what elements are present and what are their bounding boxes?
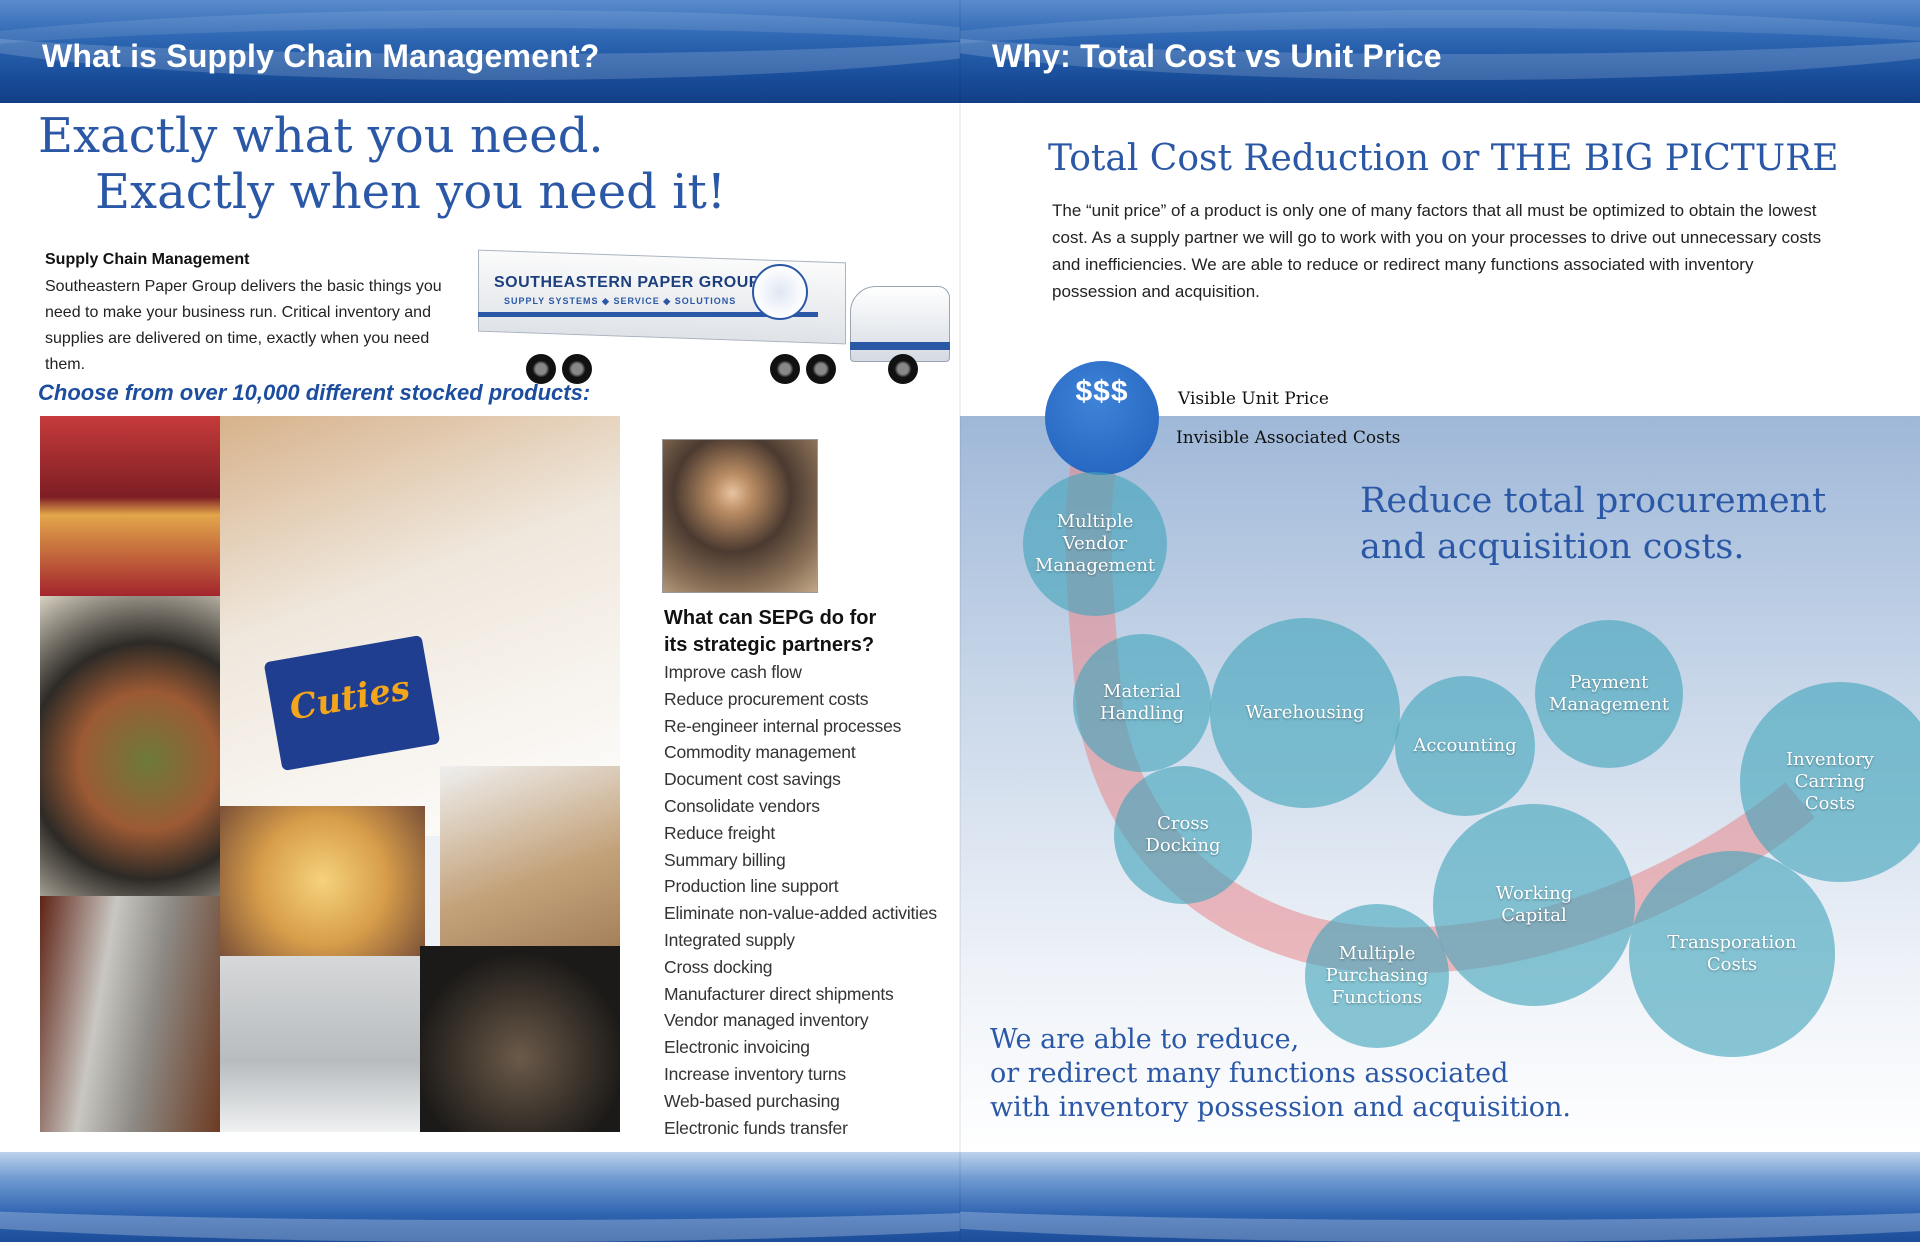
list-item: Cross docking — [664, 956, 773, 977]
scm-body: Southeastern Paper Group delivers the ba… — [45, 278, 442, 373]
truck-image: SOUTHEASTERN PAPER GROUP SUPPLY SYSTEMS … — [470, 249, 960, 406]
bottom-banner — [960, 1152, 1920, 1242]
photo-businessman — [662, 439, 818, 593]
headline-line-1: Exactly what you need. — [38, 108, 604, 164]
bottom-banner — [0, 1152, 960, 1242]
list-item: Vendor managed inventory — [664, 1010, 869, 1031]
left-page: What is Supply Chain Management? Exactly… — [0, 0, 960, 1242]
list-item: Consolidate vendors — [664, 795, 820, 816]
truck-cab — [850, 286, 950, 362]
closing-line-1: We are able to reduce, — [990, 1024, 1300, 1055]
sepg-question-line-2: its strategic partners? — [664, 634, 875, 656]
sepg-question-line-1: What can SEPG do for — [664, 607, 877, 629]
top-banner: Why: Total Cost vs Unit Price — [960, 0, 1920, 103]
sepg-benefits-list: Improve cash flow Reduce procurement cos… — [664, 659, 937, 1141]
bubble-accounting: Accounting — [1395, 676, 1535, 816]
page-spine — [959, 0, 961, 1242]
list-item: Reduce procurement costs — [664, 688, 869, 709]
total-cost-title: Total Cost Reduction or THE BIG PICTURE — [1048, 138, 1839, 179]
list-item: Re-engineer internal processes — [664, 715, 902, 736]
total-cost-body: The “unit price” of a product is only on… — [1052, 201, 1822, 301]
right-page: Why: Total Cost vs Unit Price Total Cost… — [960, 0, 1920, 1242]
photo-foam-box — [440, 766, 620, 946]
reduce-heading-line-1: Reduce total procurement — [1360, 481, 1827, 521]
photo-restroom-dispensers — [220, 956, 420, 1132]
list-item: Manufacturer direct shipments — [664, 983, 894, 1004]
choose-products-text: Choose from over 10,000 different stocke… — [38, 380, 591, 405]
list-item: Summary billing — [664, 849, 786, 870]
closing-line-3: with inventory possession and acquisitio… — [990, 1092, 1571, 1123]
invisible-costs-label: Invisible Associated Costs — [1176, 428, 1401, 448]
truck-tagline: SUPPLY SYSTEMS ◆ SERVICE ◆ SOLUTIONS — [504, 296, 737, 306]
top-banner: What is Supply Chain Management? — [0, 0, 960, 103]
headline-line-2: Exactly when you need it! — [95, 164, 727, 220]
list-item: Commodity management — [664, 742, 856, 763]
left-page-title: What is Supply Chain Management? — [42, 38, 600, 74]
reduce-costs-heading: Reduce total procurement and acquisition… — [1360, 478, 1826, 570]
bubble-warehousing: Warehousing — [1210, 618, 1400, 808]
right-page-title: Why: Total Cost vs Unit Price — [992, 38, 1442, 74]
photo-food-containers — [420, 946, 620, 1132]
product-collage: Cuties — [40, 416, 620, 1132]
photo-cake-production — [220, 806, 425, 956]
list-item: Reduce freight — [664, 822, 776, 843]
closing-line-2: or redirect many functions associated — [990, 1058, 1509, 1089]
photo-packaged-fruit — [40, 416, 220, 596]
list-item: Eliminate non-value-added activities — [664, 903, 937, 924]
dollar-icon: $$$ — [1075, 375, 1129, 408]
photo-napkin-dispenser — [40, 896, 220, 1132]
list-item: Integrated supply — [664, 929, 795, 950]
list-item: Improve cash flow — [664, 662, 802, 682]
sepg-question: What can SEPG do for its strategic partn… — [664, 605, 876, 659]
cuties-label: Cuties — [286, 668, 413, 729]
list-item: Production line support — [664, 876, 839, 897]
scm-title: Supply Chain Management — [45, 251, 250, 268]
truck-company-name: SOUTHEASTERN PAPER GROUP — [494, 274, 760, 291]
reduce-heading-line-2: and acquisition costs. — [1360, 527, 1745, 567]
list-item: Document cost savings — [664, 769, 841, 790]
headline: Exactly what you need. Exactly when you … — [38, 108, 726, 220]
list-item: Electronic invoicing — [664, 1037, 810, 1058]
list-item: Electronic funds transfer — [664, 1117, 848, 1138]
list-item: Increase inventory turns — [664, 1063, 846, 1084]
list-item: Web-based purchasing — [664, 1090, 840, 1111]
visible-unit-price-label: Visible Unit Price — [1178, 389, 1329, 409]
closing-statement: We are able to reduce, or redirect many … — [990, 1023, 1571, 1125]
unit-price-bubble: $$$ — [1045, 361, 1159, 475]
photo-salad-bowl — [40, 596, 220, 896]
compass-logo-icon — [752, 264, 808, 320]
